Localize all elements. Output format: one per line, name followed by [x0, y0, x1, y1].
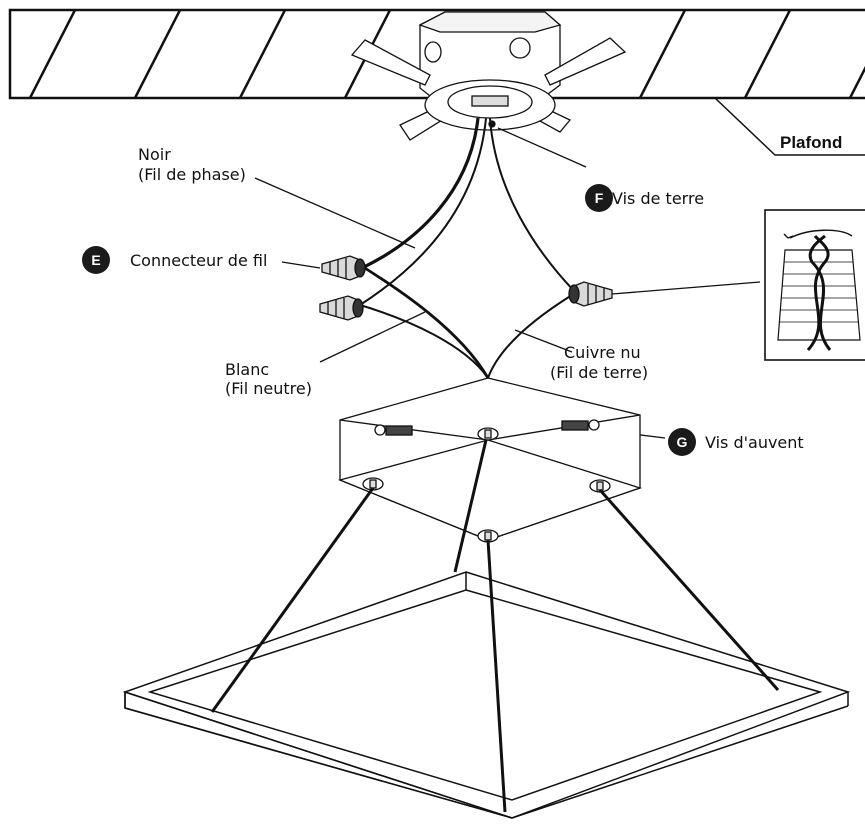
canopy-screw-label: Vis d'auvent — [705, 433, 804, 452]
wire-connector-black — [321, 255, 366, 281]
ceiling-label: Plafond — [780, 133, 842, 152]
wire-connector-copper — [568, 281, 613, 307]
wire-connector-label: Connecteur de fil — [130, 251, 267, 270]
canopy — [337, 377, 643, 543]
canopy-screw-right — [561, 419, 600, 431]
copper-wire-label-1: Cuivre nu — [564, 343, 641, 362]
badge-e-letter: E — [91, 252, 100, 268]
light-fixture — [122, 571, 851, 819]
black-wire-label-1: Noir — [138, 145, 171, 164]
badge-f-letter: F — [595, 190, 604, 206]
ceiling-hatch — [28, 10, 865, 98]
canopy-screw-left — [374, 424, 413, 436]
labels: Noir (Fil de phase) Connecteur de fil Bl… — [130, 145, 804, 452]
badge-g-letter: G — [677, 434, 688, 450]
wire-connector-white — [319, 295, 364, 321]
copper-wire-label-2: (Fil de terre) — [550, 363, 648, 382]
white-wire-label-1: Blanc — [225, 360, 269, 379]
ground-screw-label: Vis de terre — [612, 189, 704, 208]
junction-box — [350, 11, 627, 141]
badge-e: E — [82, 246, 110, 274]
twist-inset — [764, 209, 865, 361]
badge-g: G — [668, 428, 696, 456]
white-wire-label-2: (Fil neutre) — [225, 379, 312, 398]
wires — [359, 117, 576, 379]
ceiling-callout: Plafond — [714, 97, 865, 156]
badge-f: F — [585, 184, 613, 212]
black-wire-label-2: (Fil de phase) — [138, 165, 246, 184]
suspension-cables — [210, 439, 780, 813]
